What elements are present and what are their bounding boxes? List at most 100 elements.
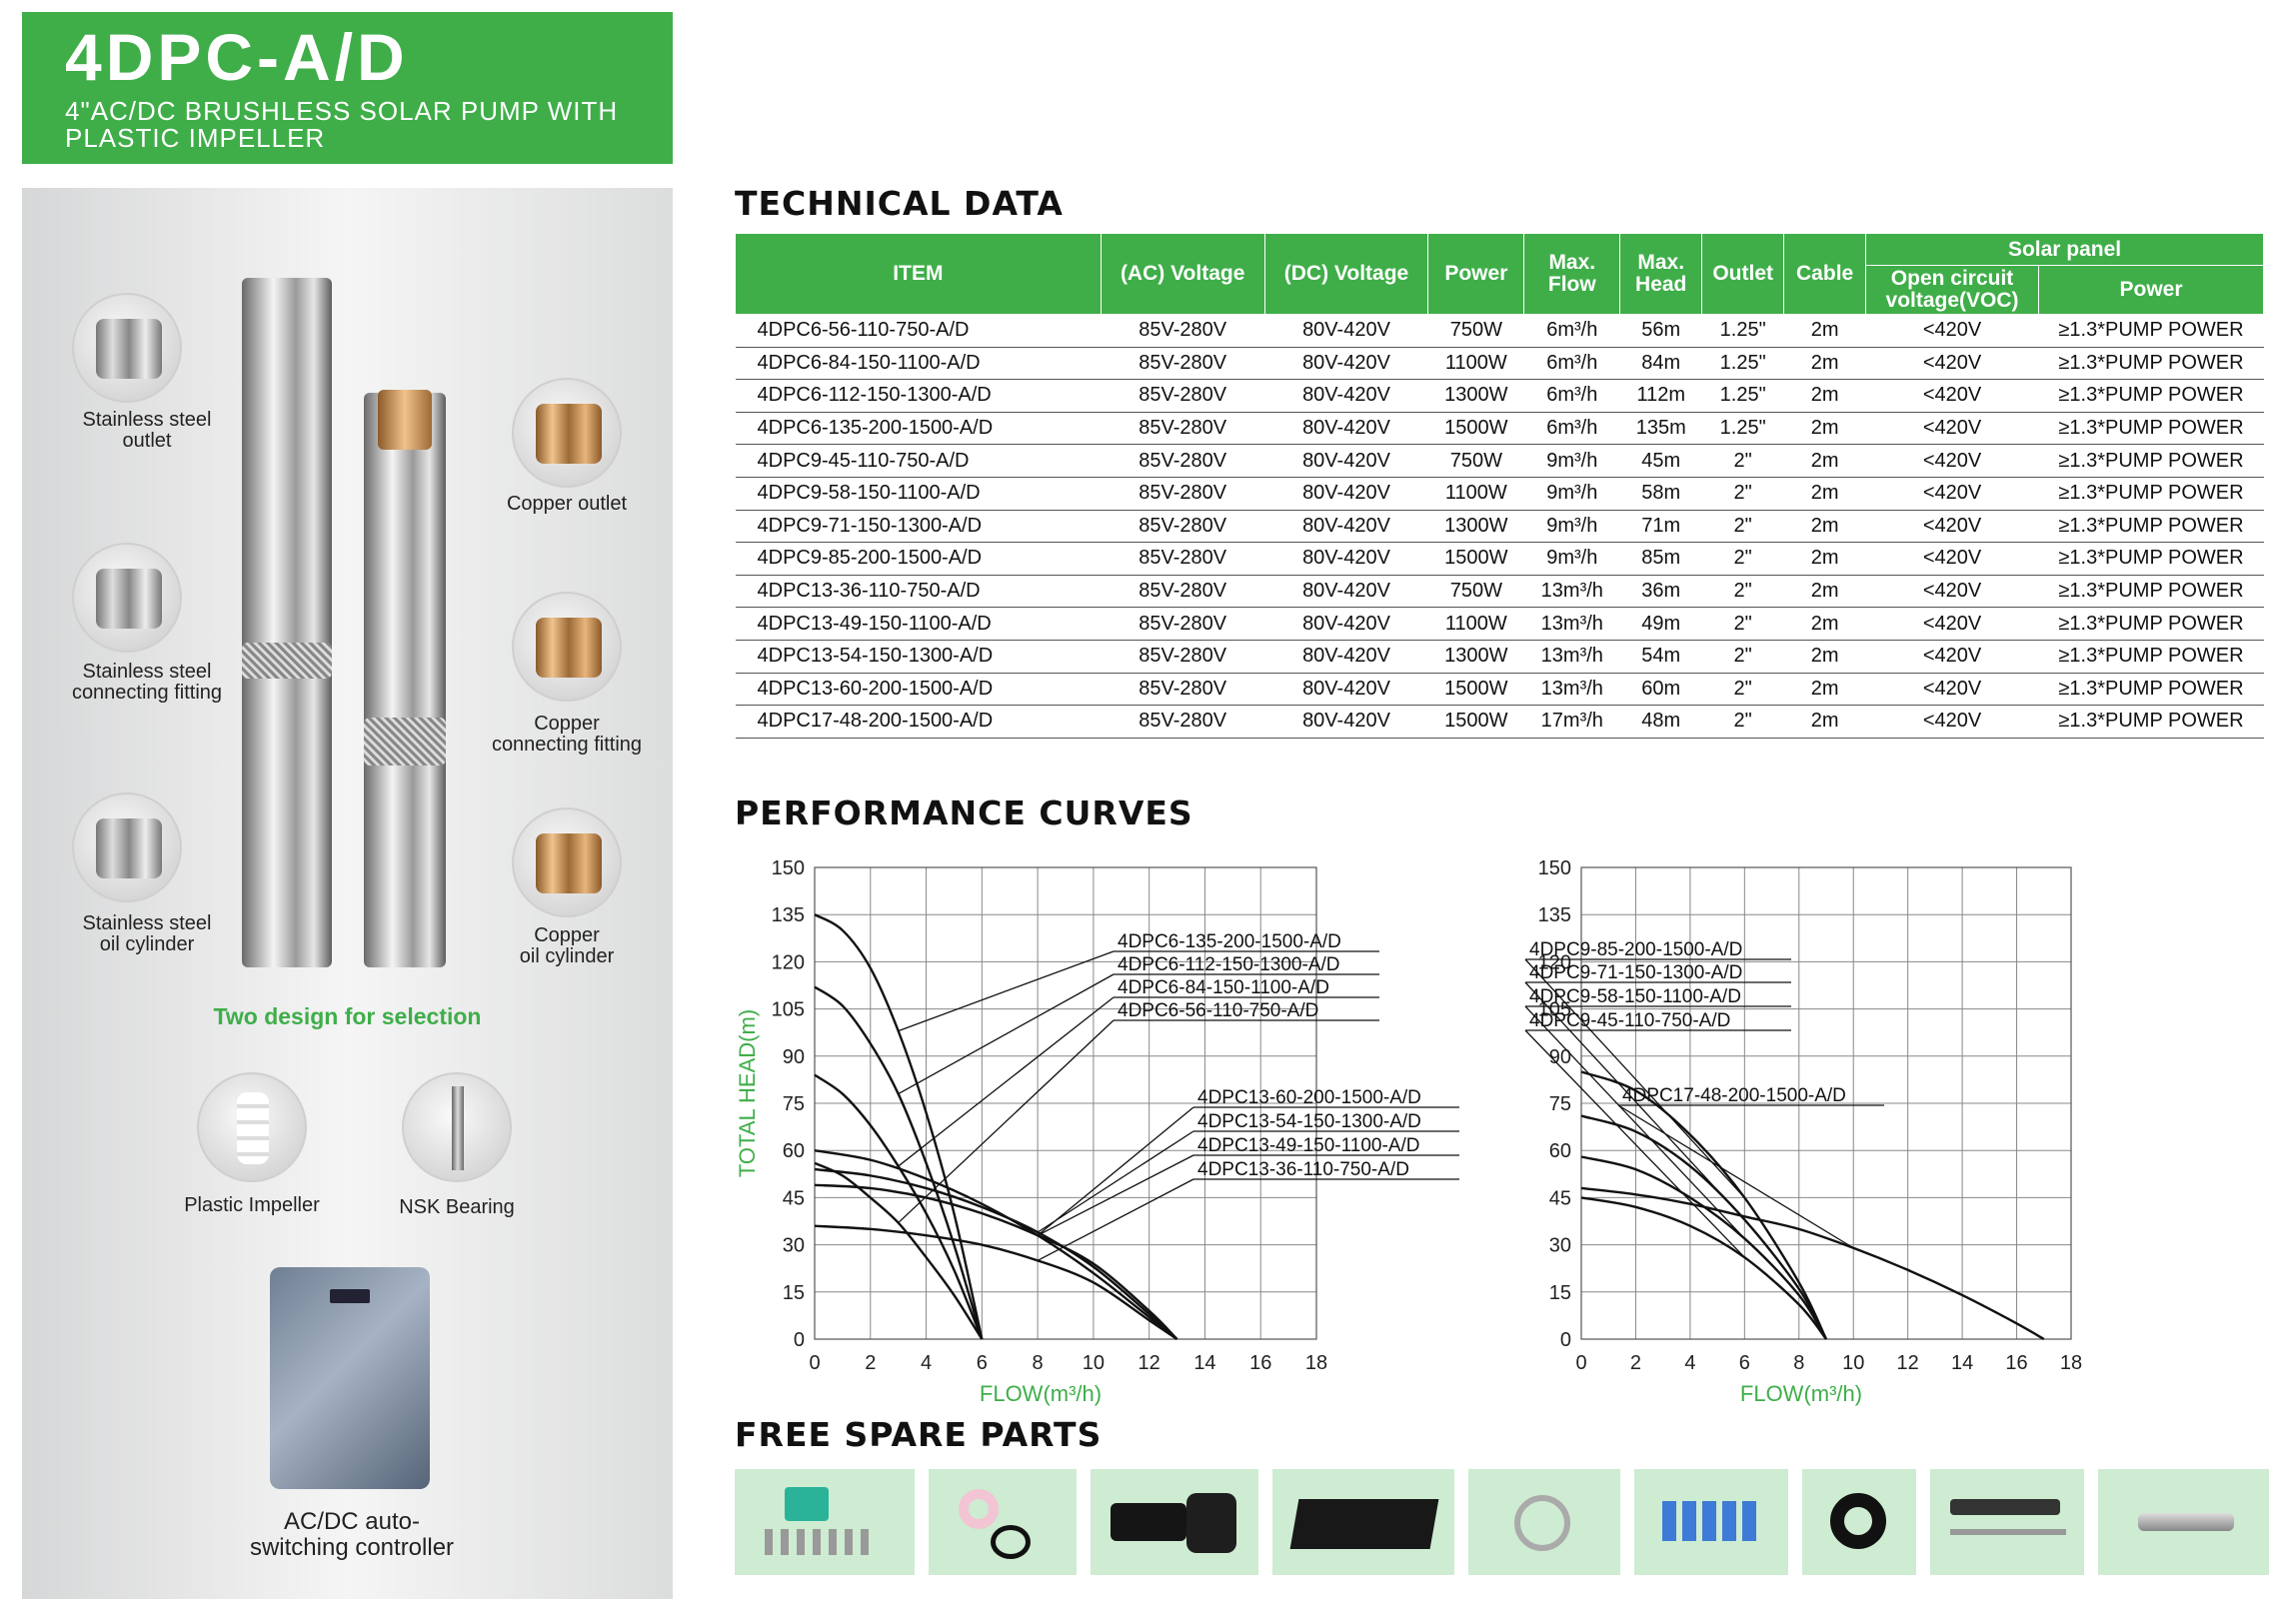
table-cell: 1100W	[1427, 347, 1524, 381]
stainless-cylinder-caption: Stainless steel oil cylinder	[37, 913, 257, 955]
header-solar-power: Power	[2038, 265, 2264, 315]
spare-part-hose-clamp	[1468, 1469, 1620, 1575]
y-tick-label: 120	[1538, 951, 1571, 973]
table-cell: 6m³/h	[1523, 347, 1620, 381]
table-cell: <420V	[1865, 444, 2039, 478]
selection-note: Two design for selection	[213, 1003, 482, 1029]
product-panel: Stainless steel outlet Stainless steel c…	[22, 188, 673, 1599]
header-power: Power	[1427, 233, 1525, 315]
x-tick-label: 2	[1630, 1352, 1641, 1374]
label-leader-line	[1524, 1005, 1745, 1239]
table-cell: <420V	[1865, 477, 2039, 511]
spare-part-connectors	[1634, 1469, 1788, 1575]
copper-pump-image	[364, 393, 446, 967]
spare-parts-title: FREE SPARE PARTS	[735, 1415, 1103, 1454]
table-cell: 85V-280V	[1101, 607, 1265, 641]
table-cell: 85V-280V	[1101, 314, 1265, 348]
y-tick-label: 90	[783, 1046, 805, 1068]
table-cell: 750W	[1427, 444, 1524, 478]
y-tick-label: 30	[1549, 1235, 1571, 1257]
table-cell: 4DPC9-71-150-1300-A/D	[735, 510, 1102, 544]
table-cell: 4DPC17-48-200-1500-A/D	[735, 705, 1102, 739]
table-cell: ≥1.3*PUMP POWER	[2038, 542, 2264, 576]
table-cell: ≥1.3*PUMP POWER	[2038, 640, 2264, 674]
y-tick-label: 15	[1549, 1282, 1571, 1304]
stainless-pump-image	[242, 278, 332, 967]
technical-data-table: ITEM (AC) Voltage (DC) Voltage Power Max…	[735, 233, 2264, 739]
table-cell: 2m	[1783, 705, 1866, 739]
label-leader-line	[1524, 1029, 1745, 1258]
caption-line: connecting fitting	[491, 734, 643, 756]
table-cell: 80V-420V	[1264, 542, 1428, 576]
plastic-impeller-image	[197, 1072, 307, 1182]
table-cell: 2m	[1783, 640, 1866, 674]
caption-line: AC/DC auto-	[283, 1508, 421, 1535]
table-cell: 4DPC9-85-200-1500-A/D	[735, 542, 1102, 576]
spare-part-float-switch	[2098, 1469, 2269, 1575]
series-line	[814, 913, 984, 1340]
table-cell: 4DPC6-135-200-1500-A/D	[735, 412, 1102, 446]
spare-part-splicing-tool	[1930, 1469, 2084, 1575]
table-cell: 85V-280V	[1101, 542, 1265, 576]
header-dc-voltage: (DC) Voltage	[1263, 233, 1429, 315]
table-cell: 2m	[1783, 444, 1866, 478]
caption-line: outlet	[122, 430, 172, 452]
caption-line: connecting fitting	[71, 682, 223, 704]
table-cell: 9m³/h	[1523, 542, 1620, 576]
x-tick-label: 0	[809, 1352, 820, 1374]
table-cell: 1500W	[1427, 705, 1524, 739]
table-cell: <420V	[1865, 379, 2039, 413]
label-leader-line	[1617, 1104, 1854, 1249]
series-line	[1580, 1186, 2045, 1341]
spare-part-caps-screws	[735, 1469, 915, 1575]
series-line	[1580, 1070, 1828, 1340]
y-tick-label: 30	[783, 1235, 805, 1257]
header-max-head: Max.Head	[1619, 233, 1703, 315]
stainless-pump-intake	[242, 643, 332, 679]
table-cell: 56m	[1619, 314, 1702, 348]
copper-outlet-image	[512, 378, 622, 488]
series-label: 4DPC6-56-110-750-A/D	[1118, 1000, 1318, 1021]
table-cell: 6m³/h	[1523, 379, 1620, 413]
series-line	[814, 985, 984, 1340]
table-cell: 2m	[1783, 510, 1866, 544]
table-cell: 49m	[1619, 607, 1702, 641]
series-label: 4DPC13-54-150-1300-A/D	[1197, 1111, 1421, 1132]
caption-line: Stainless steel	[82, 409, 212, 431]
table-cell: 4DPC9-58-150-1100-A/D	[735, 477, 1102, 511]
copper-cylinder-caption: Copper oil cylinder	[457, 925, 677, 967]
table-cell: 85V-280V	[1101, 673, 1265, 707]
table-cell: 80V-420V	[1264, 412, 1428, 446]
header-line: Open circuit	[1890, 267, 2014, 290]
table-cell: 2"	[1701, 673, 1784, 707]
copper-pump-head	[378, 390, 432, 450]
label-leader-line	[898, 973, 1115, 1095]
y-tick-label: 0	[1560, 1329, 1571, 1351]
table-cell: 80V-420V	[1264, 705, 1428, 739]
controller-caption: AC/DC auto- switching controller	[242, 1509, 462, 1561]
table-cell: 85V-280V	[1101, 379, 1265, 413]
caption-line: Copper	[534, 713, 600, 735]
table-cell: 4DPC6-56-110-750-A/D	[735, 314, 1102, 348]
y-tick-label: 150	[772, 857, 805, 879]
x-tick-label: 4	[1684, 1352, 1695, 1374]
table-cell: 1500W	[1427, 412, 1524, 446]
table-cell: ≥1.3*PUMP POWER	[2038, 673, 2264, 707]
x-tick-label: 12	[1897, 1352, 1919, 1374]
header-item: ITEM	[735, 233, 1102, 315]
table-cell: 4DPC13-54-150-1300-A/D	[735, 640, 1102, 674]
stainless-cylinder-image	[72, 793, 182, 902]
table-cell: 13m³/h	[1523, 575, 1620, 609]
table-cell: 1100W	[1427, 477, 1524, 511]
table-cell: 45m	[1619, 444, 1702, 478]
table-cell: 6m³/h	[1523, 314, 1620, 348]
table-cell: 84m	[1619, 347, 1702, 381]
series-label: 4DPC9-71-150-1300-A/D	[1529, 962, 1742, 983]
table-cell: 85V-280V	[1101, 444, 1265, 478]
table-cell: 60m	[1619, 673, 1702, 707]
